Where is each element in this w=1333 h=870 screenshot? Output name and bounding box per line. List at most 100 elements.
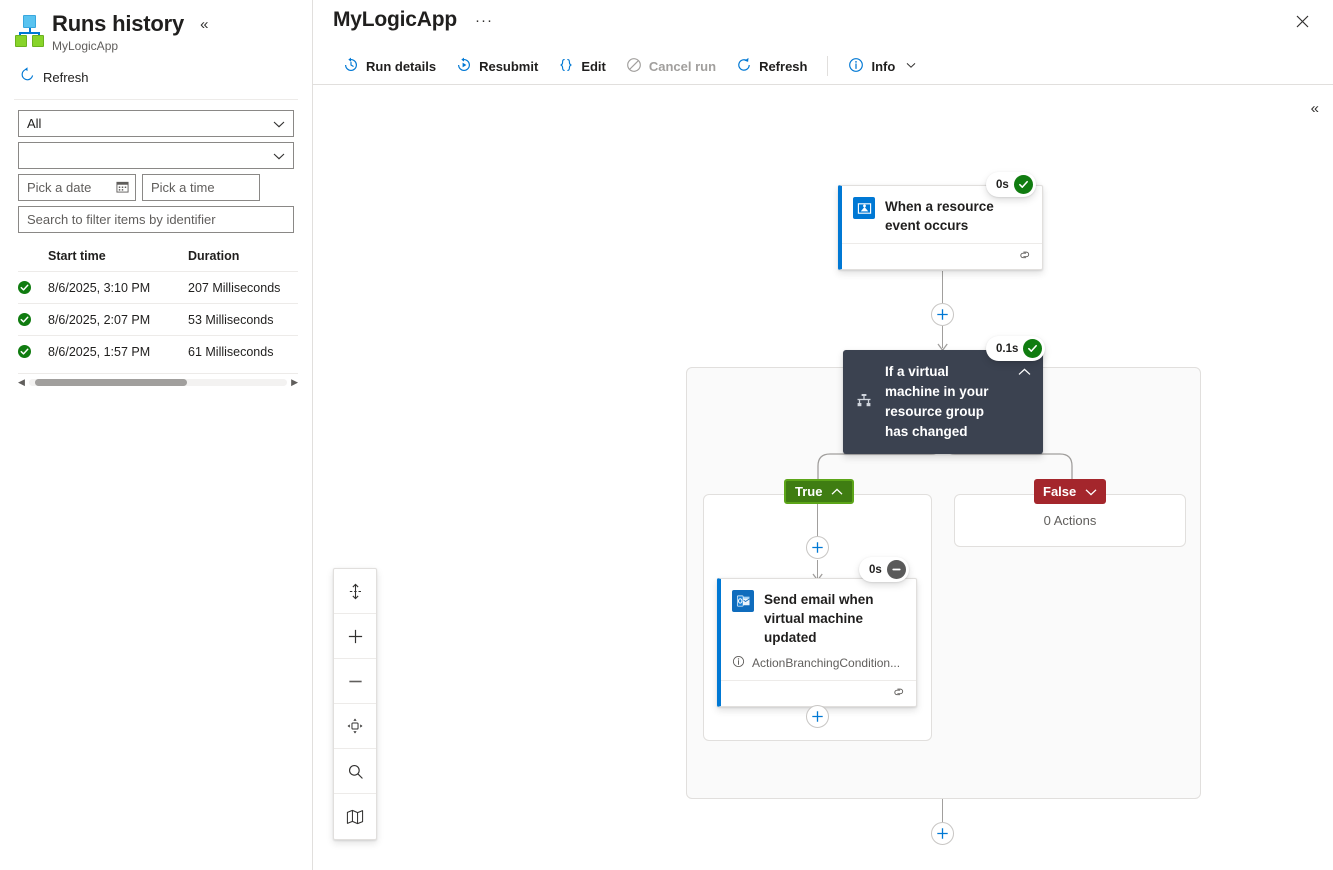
condition-status-badge: 0.1s	[986, 336, 1046, 361]
scroll-left-icon[interactable]: ◀	[18, 376, 25, 387]
add-action-button[interactable]	[931, 822, 954, 845]
refresh-button[interactable]: Refresh	[726, 52, 817, 81]
run-duration: 53 Milliseconds	[188, 312, 274, 327]
collapse-panel-button[interactable]: «	[200, 15, 209, 33]
workflow-canvas[interactable]: « 0 Actions	[313, 85, 1333, 859]
condition-node[interactable]: If a virtual machine in your resource gr…	[843, 336, 1046, 454]
date-picker-input[interactable]: Pick a date	[18, 174, 136, 201]
event-grid-icon	[853, 197, 875, 219]
false-branch-badge[interactable]: False	[1034, 479, 1107, 504]
success-icon	[18, 313, 31, 326]
scrollbar-thumb[interactable]	[34, 378, 187, 386]
info-button[interactable]: Info	[838, 52, 926, 81]
run-start-time: 8/6/2025, 2:07 PM	[48, 312, 151, 327]
main-header: MyLogicApp ···	[313, 0, 1333, 32]
sidebar-refresh-label: Refresh	[43, 69, 89, 85]
minimap-icon	[346, 809, 364, 824]
zoom-in-button[interactable]	[334, 614, 376, 659]
condition-card[interactable]: If a virtual machine in your resource gr…	[843, 350, 1043, 454]
trigger-duration: 0s	[996, 178, 1009, 191]
zoom-in-icon	[348, 629, 362, 643]
trigger-card[interactable]: When a resource event occurs	[838, 185, 1043, 270]
condition-duration: 0.1s	[996, 342, 1019, 355]
run-start-time: 8/6/2025, 3:10 PM	[48, 280, 151, 295]
chevron-down-icon[interactable]	[1085, 484, 1097, 499]
scrollbar-track[interactable]	[28, 378, 288, 386]
table-row[interactable]: 8/6/2025, 2:07 PM 53 Milliseconds	[18, 303, 298, 335]
date-picker-placeholder: Pick a date	[27, 180, 92, 195]
false-branch-label: False	[1043, 484, 1077, 499]
canvas-collapse-button[interactable]: «	[1310, 100, 1319, 117]
true-branch-badge[interactable]: True	[784, 479, 855, 504]
pan-button[interactable]	[334, 704, 376, 749]
chevron-up-icon[interactable]	[1018, 363, 1031, 381]
search-placeholder: Search to filter items by identifier	[27, 212, 216, 227]
resubmit-label: Resubmit	[479, 58, 539, 74]
secondary-filter-dropdown[interactable]	[18, 142, 294, 169]
zoom-out-button[interactable]	[334, 659, 376, 704]
toolbar-divider	[313, 84, 1333, 85]
edge-scope-to-final-plus	[942, 799, 944, 823]
horizontal-scrollbar[interactable]: ◀ ▶	[18, 373, 298, 387]
logic-app-icon	[14, 15, 44, 47]
sidebar-header: Runs history « MyLogicApp	[0, 0, 312, 53]
edge-plus-to-condition	[942, 326, 944, 348]
skipped-icon	[886, 560, 906, 579]
condition-label: If a virtual machine in your resource gr…	[885, 364, 989, 439]
plus-icon	[937, 309, 948, 320]
outlook-icon	[732, 590, 754, 612]
info-label: Info	[871, 58, 896, 74]
connection-link-icon[interactable]	[1018, 248, 1032, 266]
time-picker-input[interactable]: Pick a time	[142, 174, 260, 201]
email-action-card[interactable]: Send email when virtual machine updated …	[717, 578, 917, 707]
status-filter-dropdown[interactable]: All	[18, 110, 294, 137]
cancel-run-button: Cancel run	[616, 52, 726, 81]
success-icon	[18, 281, 31, 294]
minimap-button[interactable]	[334, 794, 376, 839]
status-badge	[18, 345, 48, 358]
chevron-down-icon	[273, 148, 285, 163]
run-start-time: 8/6/2025, 1:57 PM	[48, 344, 151, 359]
add-action-button[interactable]	[931, 303, 954, 326]
true-branch-label: True	[795, 484, 823, 499]
page-subtitle: MyLogicApp	[52, 39, 119, 53]
email-action-status-badge: 0s	[859, 557, 909, 582]
status-badge	[18, 313, 48, 326]
edit-button[interactable]: Edit	[548, 52, 616, 81]
success-icon	[18, 345, 31, 358]
calendar-icon	[116, 180, 129, 196]
search-input[interactable]: Search to filter items by identifier	[18, 206, 294, 233]
chevron-up-icon[interactable]	[831, 484, 843, 499]
run-details-button[interactable]: Run details	[333, 52, 446, 81]
email-action-node[interactable]: Send email when virtual machine updated …	[717, 557, 917, 707]
run-duration: 207 Milliseconds	[188, 280, 281, 295]
fit-to-screen-button[interactable]	[334, 569, 376, 614]
search-button[interactable]	[334, 749, 376, 794]
success-icon	[1013, 175, 1033, 194]
runs-table: Start time Duration 8/6/2025, 3:10 PM 20…	[0, 249, 312, 387]
sidebar-refresh-button[interactable]: Refresh	[0, 53, 312, 99]
connection-link-icon[interactable]	[892, 685, 906, 703]
cancel-icon	[626, 57, 642, 76]
table-row[interactable]: 8/6/2025, 1:57 PM 61 Milliseconds	[18, 335, 298, 367]
cancel-run-label: Cancel run	[648, 58, 717, 74]
chevron-down-icon[interactable]	[906, 61, 916, 71]
email-action-status: ActionBranchingCondition...	[721, 655, 916, 680]
add-action-button[interactable]	[806, 705, 829, 728]
workflow-designer-pane: MyLogicApp ··· Run details	[313, 0, 1333, 870]
table-row[interactable]: 8/6/2025, 3:10 PM 207 Milliseconds	[18, 271, 298, 303]
info-icon	[848, 57, 864, 76]
trigger-status-badge: 0s	[986, 172, 1036, 197]
resubmit-button[interactable]: Resubmit	[446, 52, 548, 81]
column-header-duration: Duration	[188, 249, 240, 263]
trigger-node[interactable]: When a resource event occurs 0s	[838, 172, 1043, 270]
more-options-button[interactable]: ···	[475, 11, 493, 29]
add-action-button[interactable]	[806, 536, 829, 559]
plus-icon	[937, 828, 948, 839]
close-button[interactable]	[1289, 8, 1315, 34]
scroll-right-icon[interactable]: ▶	[291, 376, 298, 387]
edge-true-to-plus	[817, 503, 819, 537]
run-duration: 61 Milliseconds	[188, 344, 274, 359]
email-action-card-footer	[721, 680, 916, 706]
runs-filter-group: All Pick a date	[0, 100, 312, 233]
